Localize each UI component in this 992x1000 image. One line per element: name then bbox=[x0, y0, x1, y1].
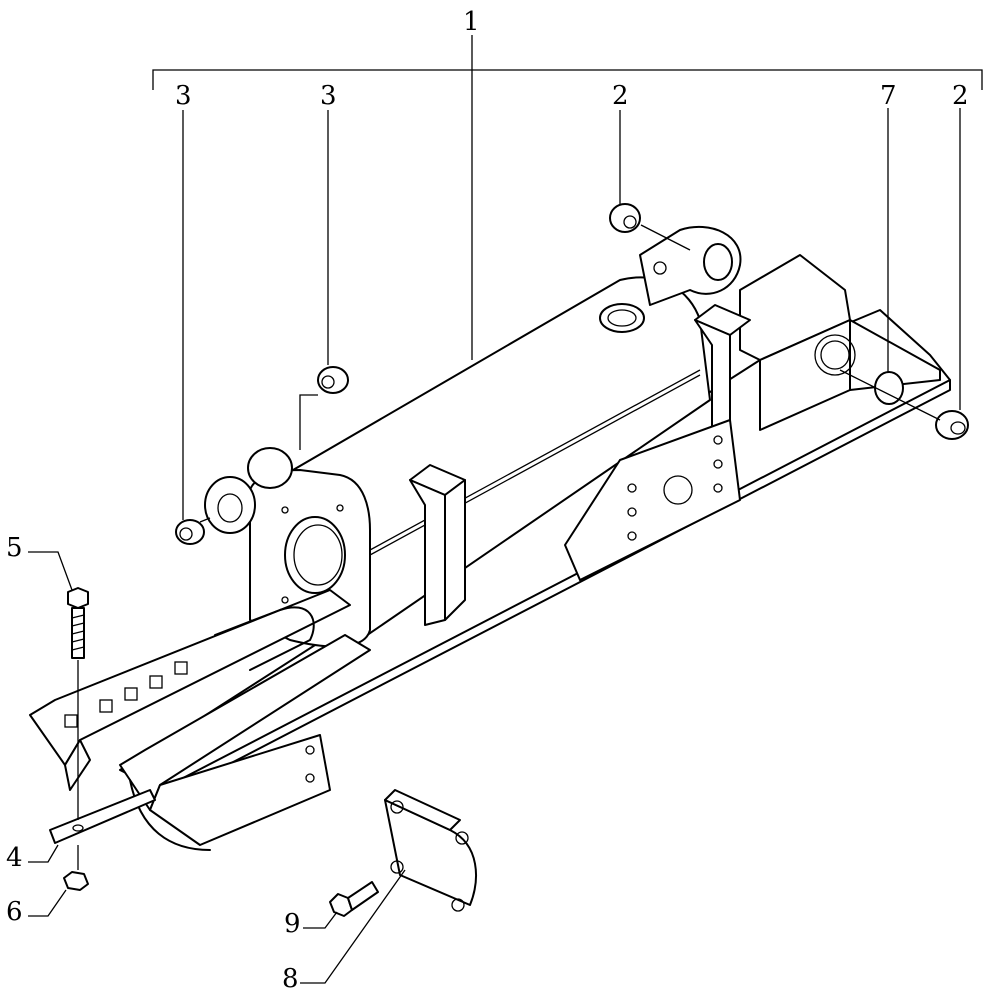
nut-6 bbox=[63, 871, 89, 891]
callout-3a: 3 bbox=[175, 81, 192, 111]
bushing-3a bbox=[175, 519, 205, 545]
bushing-3b bbox=[317, 366, 349, 394]
leader-lines bbox=[28, 35, 983, 984]
callout-5: 5 bbox=[6, 533, 23, 563]
callout-2b: 2 bbox=[952, 81, 969, 111]
callout-2a: 2 bbox=[612, 81, 629, 111]
front-guide-rails bbox=[29, 589, 371, 851]
callout-1: 1 bbox=[463, 7, 480, 37]
side-plate bbox=[564, 419, 741, 581]
rear-eye bbox=[639, 225, 742, 306]
callout-8: 8 bbox=[282, 964, 299, 994]
mounting-blocks bbox=[409, 304, 751, 626]
front-eyes bbox=[204, 447, 293, 534]
callout-9: 9 bbox=[284, 909, 301, 939]
bushing-2a bbox=[609, 203, 641, 233]
bushing-2b bbox=[935, 410, 969, 440]
callout-4: 4 bbox=[6, 843, 23, 873]
bolt-9 bbox=[329, 881, 379, 917]
strap-4 bbox=[49, 789, 156, 844]
callout-6: 6 bbox=[6, 897, 23, 927]
callout-7: 7 bbox=[880, 81, 897, 111]
cover-8 bbox=[384, 789, 477, 912]
callout-3b: 3 bbox=[320, 81, 337, 111]
bolt-5 bbox=[67, 587, 89, 659]
